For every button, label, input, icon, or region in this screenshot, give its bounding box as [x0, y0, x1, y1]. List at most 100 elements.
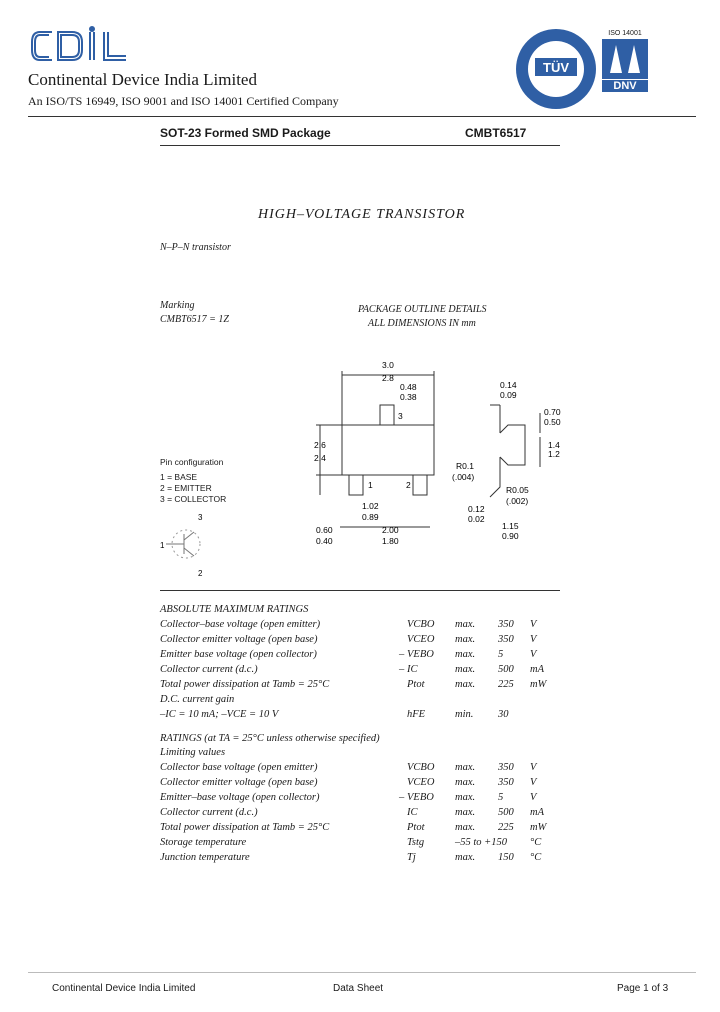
- footer-page: Page 1 of 3: [617, 983, 669, 994]
- marking-label: Marking: [160, 300, 195, 311]
- table-param: Collector current (d.c.): [160, 807, 258, 818]
- table-symbol: Tj: [407, 852, 416, 863]
- table-param: Total power dissipation at Tamb = 25°C: [160, 822, 330, 833]
- tuv-cert-logo: TÜV: [515, 28, 597, 115]
- table-unit: V: [530, 777, 537, 788]
- subtitle: N–P–N transistor: [160, 242, 231, 253]
- svg-text:TÜV: TÜV: [543, 60, 569, 75]
- table-unit: mW: [530, 822, 547, 833]
- table-param: Storage temperature: [160, 837, 247, 848]
- pin-symbol-1: 1: [160, 541, 165, 550]
- table-param: Emitter base voltage (open collector): [160, 649, 317, 660]
- table-param: –IC = 10 mA; –VCE = 10 V: [160, 709, 279, 720]
- table-param: Collector–base voltage (open emitter): [160, 619, 321, 630]
- table-symbol: VEBO: [407, 649, 434, 660]
- table-condition: min.: [455, 709, 474, 720]
- table-sign: –: [399, 792, 405, 803]
- ratings-subtitle: Limiting values: [160, 747, 226, 758]
- table-param: Collector base voltage (open emitter): [160, 762, 318, 773]
- dim-014: 0.14: [500, 380, 517, 390]
- dim-lead-w2: 0.38: [400, 392, 417, 402]
- table-value: 350: [498, 762, 514, 773]
- footer-company: Continental Device India Limited: [52, 983, 196, 994]
- table-param: D.C. current gain: [160, 694, 235, 705]
- pin2-num: 2: [406, 480, 411, 490]
- dim-top-w2: 2.8: [382, 373, 394, 383]
- table-value: 500: [498, 807, 514, 818]
- dim-009: 0.09: [500, 390, 517, 400]
- table-unit: mA: [530, 664, 544, 675]
- dim-115: 1.15: [502, 521, 519, 531]
- table-symbol: IC: [407, 664, 418, 675]
- pin-1-desc: 1 = BASE: [160, 472, 198, 482]
- pin-symbol-3: 3: [198, 513, 203, 522]
- table-condition: max.: [455, 792, 476, 803]
- table-unit: °C: [530, 852, 542, 863]
- table-symbol: IC: [407, 807, 418, 818]
- abs-max-title: ABSOLUTE MAXIMUM RATINGS: [160, 604, 309, 615]
- dim-r004: (.004): [452, 472, 474, 482]
- table-param: Total power dissipation at Tamb = 25°C: [160, 679, 330, 690]
- table-symbol: VCBO: [407, 619, 435, 630]
- dim-top-w1: 3.0: [382, 360, 394, 370]
- table-value: 5: [498, 649, 504, 660]
- table-unit: mA: [530, 807, 544, 818]
- dim-r005: R0.05: [506, 485, 529, 495]
- table-condition: max.: [455, 634, 476, 645]
- pin-config-title: Pin configuration: [160, 457, 224, 467]
- table-unit: °C: [530, 837, 542, 848]
- table-condition: max.: [455, 822, 476, 833]
- pin-3-desc: 3 = COLLECTOR: [160, 494, 227, 504]
- dim-12: 1.2: [548, 449, 560, 459]
- table-unit: V: [530, 762, 537, 773]
- table-symbol: VCEO: [407, 634, 435, 645]
- table-symbol: hFE: [407, 709, 426, 720]
- table-param: Collector emitter voltage (open base): [160, 634, 318, 645]
- table-symbol: VEBO: [407, 792, 434, 803]
- company-name: Continental Device India Limited: [28, 70, 257, 89]
- pin-2-desc: 2 = EMITTER: [160, 483, 212, 493]
- dim-102: 1.02: [362, 501, 379, 511]
- dim-050: 0.50: [544, 417, 561, 427]
- header-bottom-rule: [160, 145, 560, 146]
- table-value: 500: [498, 664, 514, 675]
- table-param: Emitter–base voltage (open collector): [160, 792, 320, 803]
- pin3-num: 3: [398, 411, 403, 421]
- table-symbol: Ptot: [407, 822, 425, 833]
- dim-200: 2.00: [382, 525, 399, 535]
- dim-h2: 2.4: [314, 453, 326, 463]
- ratings-top-rule: [160, 590, 560, 591]
- table-param: Collector emitter voltage (open base): [160, 777, 318, 788]
- table-value: 225: [498, 679, 514, 690]
- package-outline-drawing: 3.0 2.8 0.48 0.38 3 2.6 2.4 1 2 1.02 0.8…: [314, 360, 561, 546]
- table-value: 350: [498, 777, 514, 788]
- table-param: Collector current (d.c.): [160, 664, 258, 675]
- table-value: 225: [498, 822, 514, 833]
- table-unit: V: [530, 792, 537, 803]
- table-condition: max.: [455, 777, 476, 788]
- dim-089: 0.89: [362, 512, 379, 522]
- page-title: HIGH–VOLTAGE TRANSISTOR: [258, 207, 466, 222]
- table-unit: mW: [530, 679, 547, 690]
- outline-title: PACKAGE OUTLINE DETAILS: [358, 304, 487, 315]
- footer-doc-type: Data Sheet: [333, 983, 384, 994]
- dim-lead-w1: 0.48: [400, 382, 417, 392]
- table-condition: max.: [455, 664, 476, 675]
- table-value: 150: [498, 852, 514, 863]
- dim-090: 0.90: [502, 531, 519, 541]
- dnv-cert-logo: ISO 14001 DNV: [602, 30, 648, 92]
- table-sign: –: [399, 664, 405, 675]
- package-heading: SOT-23 Formed SMD Package: [160, 126, 331, 140]
- table-value: 350: [498, 634, 514, 645]
- table-unit: V: [530, 634, 537, 645]
- table-condition: max.: [455, 679, 476, 690]
- dim-180: 1.80: [382, 536, 399, 546]
- dim-060: 0.60: [316, 525, 333, 535]
- table-condition: max.: [455, 762, 476, 773]
- table-condition: max.: [455, 649, 476, 660]
- dim-h1: 2.6: [314, 440, 326, 450]
- dim-002: 0.02: [468, 514, 485, 524]
- cdil-logo: [28, 24, 132, 73]
- table-value: 5: [498, 792, 504, 803]
- table-sign: –: [399, 649, 405, 660]
